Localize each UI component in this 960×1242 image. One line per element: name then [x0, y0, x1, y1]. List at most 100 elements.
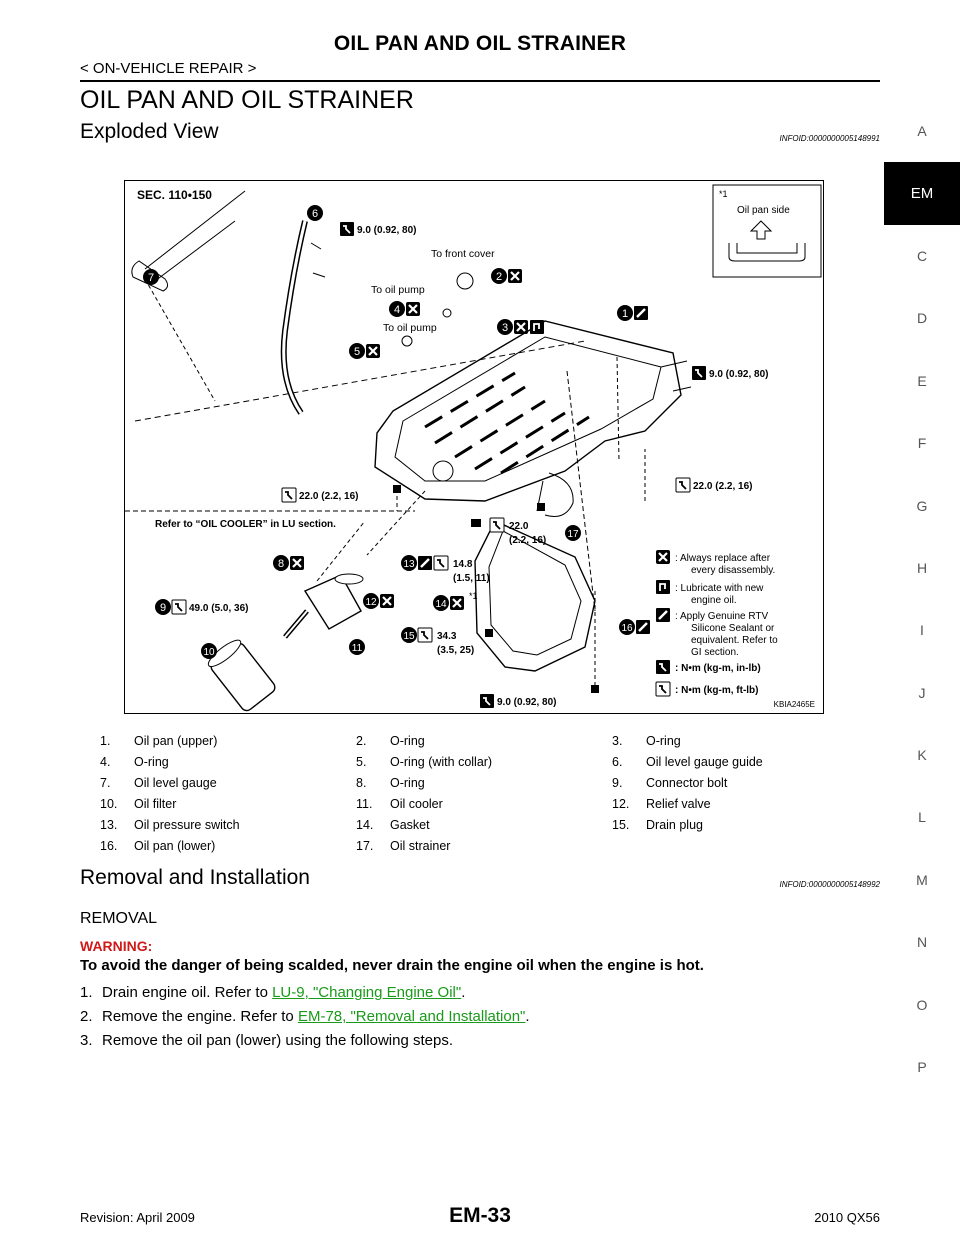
to-oil-pump-label-2: To oil pump	[383, 322, 437, 334]
section-tab-n[interactable]: N	[916, 934, 928, 951]
callout-17: 17	[565, 525, 581, 541]
svg-text:10: 10	[203, 647, 215, 658]
legend-number: 16.	[100, 839, 118, 853]
legend-text: Relief valve	[646, 797, 711, 811]
svg-text:17: 17	[567, 529, 579, 540]
legend-number: 13.	[100, 818, 118, 832]
section-tab-k[interactable]: K	[917, 747, 927, 764]
torque-label-13a: 14.8	[453, 559, 473, 570]
key-replace-2: every disassembly.	[691, 565, 775, 576]
removal-heading: Removal and Installation	[80, 866, 310, 889]
legend-cell: 13.Oil pressure switch	[100, 818, 240, 832]
legend-cell: 7.Oil level gauge	[100, 776, 217, 790]
legend-text: O-ring	[390, 776, 425, 790]
svg-text:6: 6	[312, 208, 318, 220]
svg-text:16: 16	[621, 623, 633, 634]
legend-text: Connector bolt	[646, 776, 728, 790]
legend-number: 15.	[612, 818, 630, 832]
callout-12: 12	[363, 593, 379, 609]
to-oil-pump-label-1: To oil pump	[371, 284, 425, 296]
section-tab-h[interactable]: H	[916, 559, 928, 576]
legend-text: Oil level gauge guide	[646, 755, 763, 769]
callout-1: 1	[617, 305, 633, 321]
legend-cell: 4. O-ring	[100, 755, 169, 769]
key-lubricate-1: : Lubricate with new	[675, 583, 764, 594]
footer-revision: Revision: April 2009	[80, 1210, 195, 1225]
legend-cell: 12. Relief valve	[612, 797, 711, 811]
section-tab-g[interactable]: G	[916, 497, 928, 514]
svg-text:5: 5	[354, 346, 360, 358]
legend-cell: 5.O-ring (with collar)	[356, 755, 492, 769]
header-rule	[80, 80, 880, 82]
legend-number: 4.	[100, 755, 111, 769]
callout-3: 3	[497, 319, 513, 335]
footer-model: 2010 QX56	[814, 1210, 880, 1225]
legend-row: 4. O-ring 5.O-ring (with collar) 6.Oil leve…	[100, 755, 860, 776]
exploded-view-drawing: SEC. 110•150 *1 Oil pan side	[125, 184, 822, 712]
legend-text: O-ring	[646, 734, 681, 748]
star-mark: *1	[469, 591, 478, 601]
section-title: OIL PAN AND OIL STRAINER	[80, 86, 414, 114]
inset-mark: *1	[719, 189, 728, 199]
section-tab-c[interactable]: C	[916, 247, 928, 264]
section-tab-d[interactable]: D	[916, 310, 928, 327]
torque-label-17a: 22.0	[509, 521, 529, 532]
legend-number: 17.	[356, 839, 374, 853]
svg-text:1: 1	[622, 308, 628, 320]
figure-code: KBIA2465E	[773, 700, 815, 709]
section-tab-i[interactable]: I	[920, 622, 924, 639]
link-lu-9[interactable]: LU-9, "Changing Engine Oil"	[272, 984, 462, 1001]
svg-text:15: 15	[403, 631, 415, 642]
torque-label-left: 22.0 (2.2, 16)	[299, 491, 358, 502]
section-tab-p[interactable]: P	[917, 1059, 927, 1076]
legend-cell: 6.Oil level gauge guide	[612, 755, 763, 769]
legend-text: Oil strainer	[390, 839, 451, 853]
section-tab-m[interactable]: M	[916, 871, 928, 888]
key-rtv-1: : Apply Genuine RTV	[675, 611, 769, 622]
legend-text: O-ring (with collar)	[390, 755, 493, 769]
key-rtv-3: equivalent. Refer to	[691, 635, 778, 646]
footer-page-number: EM-33	[449, 1204, 511, 1227]
section-tab-o[interactable]: O	[916, 996, 928, 1013]
legend-text: O-ring	[134, 755, 169, 769]
legend-cell: 10.Oil filter	[100, 797, 176, 811]
section-tab-em[interactable]: EM	[884, 162, 960, 225]
legend-number: 14.	[356, 818, 374, 832]
removal-infoid: INFOID:0000000005148992	[779, 880, 880, 889]
svg-text:9: 9	[160, 602, 166, 614]
legend-number: 12.	[612, 797, 630, 811]
link-em-78[interactable]: EM-78, "Removal and Installation"	[297, 1008, 526, 1025]
section-tab-l[interactable]: L	[918, 809, 926, 826]
section-tab-f[interactable]: F	[917, 435, 927, 452]
refer-cooler-label: Refer to “OIL COOLER” in LU section.	[155, 519, 336, 530]
svg-text:14: 14	[435, 599, 447, 610]
legend-text: Oil level gauge	[134, 776, 217, 790]
legend-text: O-ring	[390, 734, 425, 748]
section-tab-j[interactable]: J	[918, 684, 926, 701]
legend-text: Oil pan (upper)	[134, 734, 218, 748]
callout-6: 6	[307, 205, 323, 221]
section-tab-e[interactable]: E	[917, 372, 927, 389]
legend-number: 3.	[612, 734, 623, 748]
key-torque-inlb: : N•m (kg-m, in-lb)	[675, 663, 761, 674]
legend-cell	[612, 839, 646, 853]
legend-number: 1.	[100, 734, 111, 748]
legend-text: Gasket	[390, 818, 430, 832]
legend-cell: 11.Oil cooler	[356, 797, 443, 811]
exploded-view-heading: Exploded View	[80, 120, 219, 143]
callout-16: 16	[619, 619, 635, 635]
key-lubricate-2: engine oil.	[691, 595, 737, 606]
legend-row: 16.Oil pan (lower)17.Oil strainer	[100, 839, 860, 860]
legend-text: Drain plug	[646, 818, 703, 832]
legend-text: Oil cooler	[390, 797, 443, 811]
legend-cell: 14. Gasket	[356, 818, 430, 832]
section-tab-a[interactable]: A	[917, 123, 927, 140]
torque-label-1: 9.0 (0.92, 80)	[709, 369, 768, 380]
legend-cell: 17. Oil strainer	[356, 839, 450, 853]
legend-text: Oil filter	[134, 797, 177, 811]
legend-cell: 1. Oil pan (upper)	[100, 734, 217, 748]
breadcrumb: < ON-VEHICLE REPAIR >	[80, 60, 257, 77]
